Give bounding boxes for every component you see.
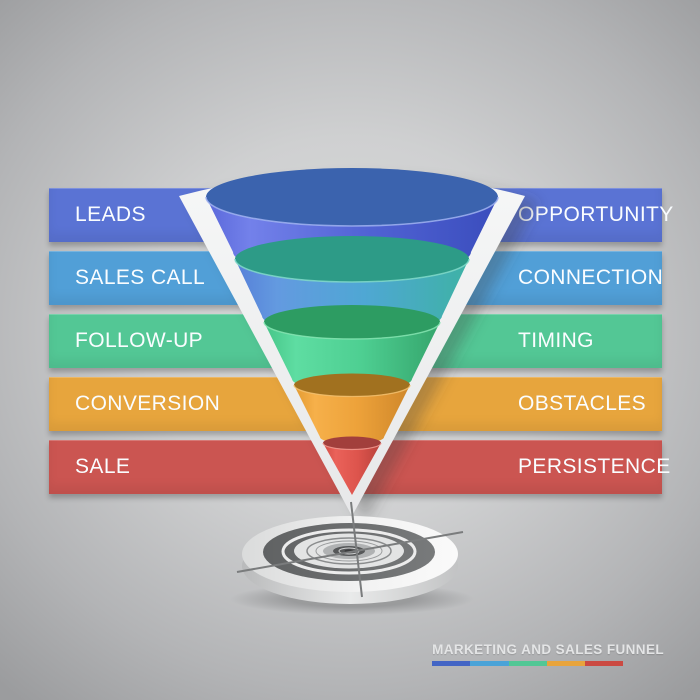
target-bullseye <box>333 546 365 556</box>
diagram-title-block: MARKETING AND SALES FUNNEL <box>432 642 664 666</box>
target-center-dot <box>344 549 354 553</box>
target-inner-disc <box>294 533 404 569</box>
target-thin-ring-1 <box>306 537 392 565</box>
funnel-row-leads: LEADS OPPORTUNITY <box>49 188 673 242</box>
legend-swatch <box>584 661 624 666</box>
row-left-label: CONVERSION <box>75 392 221 415</box>
target-disc-top <box>242 516 458 592</box>
row-right-label: CONNECTION <box>518 266 664 289</box>
target-bullseye-ring <box>338 547 360 555</box>
funnel-row-sales-call: SALES CALL CONNECTION <box>49 251 664 305</box>
target-crosshair-horizontal <box>236 531 464 573</box>
row-left-label: SALE <box>75 455 131 478</box>
funnel-row-follow-up: FOLLOW-UP TIMING <box>49 314 662 368</box>
funnel-row-conversion: CONVERSION OBSTACLES <box>49 377 662 431</box>
legend-color-bar <box>432 661 624 666</box>
diagram-title: MARKETING AND SALES FUNNEL <box>432 642 664 657</box>
target-icon <box>230 501 474 615</box>
row-left-label: LEADS <box>75 203 146 226</box>
row-right-label: OBSTACLES <box>518 392 647 415</box>
target-outer-ring <box>263 523 435 581</box>
row-right-label: TIMING <box>518 329 594 352</box>
row-right-label: PERSISTENCE <box>518 455 671 478</box>
row-right-label: OPPORTUNITY <box>518 203 674 226</box>
target-crosshair-vertical <box>350 501 363 598</box>
legend-swatch <box>432 661 471 666</box>
row-left-label: SALES CALL <box>75 266 206 289</box>
target-thin-ring-2 <box>315 540 383 562</box>
target-disc-side <box>242 528 458 604</box>
legend-swatch <box>470 661 509 666</box>
legend-swatch <box>508 661 547 666</box>
target-ground-shadow <box>230 583 474 615</box>
target-center-mid <box>323 543 375 559</box>
legend-swatch <box>546 661 585 666</box>
target-white-ring <box>281 528 417 575</box>
funnel-row-sale: SALE PERSISTENCE <box>49 440 670 494</box>
row-left-label: FOLLOW-UP <box>75 329 204 352</box>
